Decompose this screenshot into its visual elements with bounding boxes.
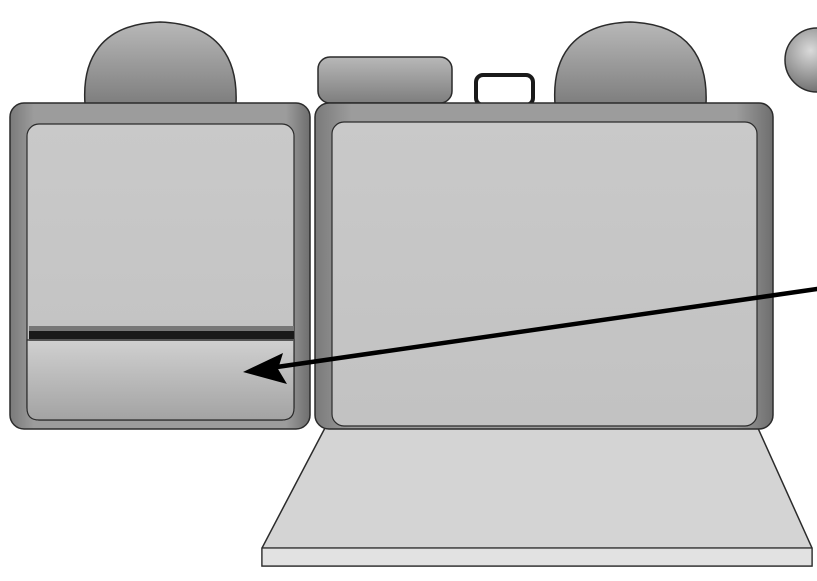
center-headrest: [317, 56, 453, 104]
right-seatback: [314, 102, 774, 430]
left-seatback: [9, 102, 311, 430]
center-handle: [474, 73, 535, 107]
left-headrest: [83, 21, 237, 105]
pointer-arrow: [243, 286, 817, 384]
right-headrest: [553, 21, 707, 105]
cargo-floor-panel: [261, 425, 813, 567]
fold-down-strap: [29, 326, 294, 341]
side-knob: [784, 27, 817, 93]
